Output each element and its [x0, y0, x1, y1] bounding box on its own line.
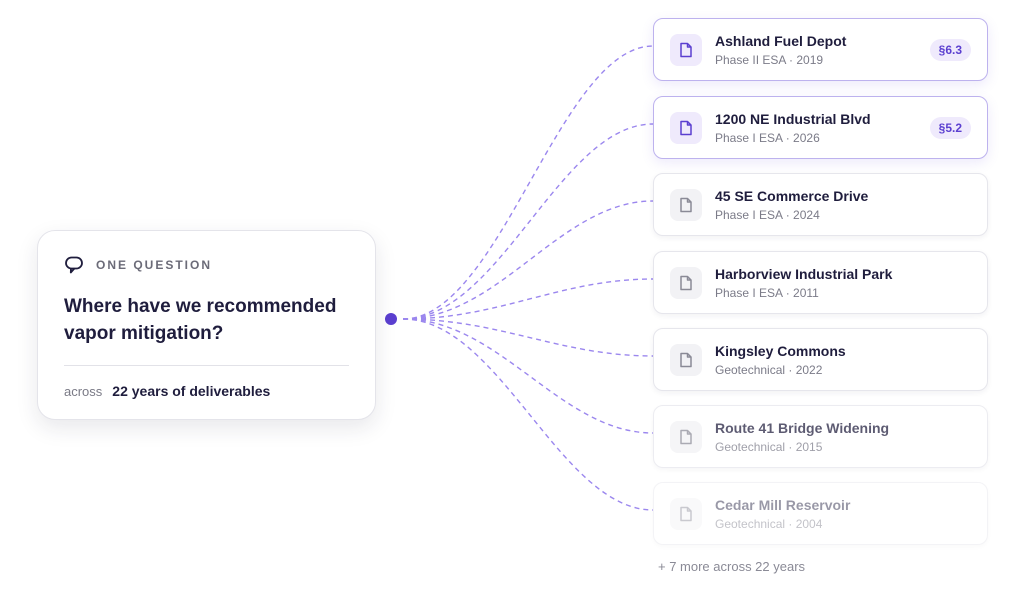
- document-icon: [670, 497, 702, 530]
- question-header: ONE QUESTION: [64, 255, 349, 275]
- footer-value: 22 years of deliverables: [112, 383, 271, 399]
- document-meta: Phase II ESA · 2019: [715, 52, 824, 67]
- footer-prefix: across: [64, 384, 103, 399]
- document-meta: Geotechnical · 2022: [715, 362, 823, 377]
- question-eyebrow: ONE QUESTION: [96, 258, 213, 272]
- connector-line: [402, 45, 654, 320]
- document-meta: Geotechnical · 2004: [715, 516, 823, 531]
- document-meta: Phase I ESA · 2011: [715, 285, 819, 300]
- document-title: 45 SE Commerce Drive: [715, 187, 869, 204]
- document-meta: Geotechnical · 2015: [715, 439, 823, 454]
- connector-line: [402, 123, 654, 320]
- document-title: Ashland Fuel Depot: [715, 32, 847, 49]
- section-badge: §6.3: [929, 38, 971, 61]
- divider: [64, 365, 349, 366]
- document-icon: [670, 343, 702, 376]
- connector-line: [402, 200, 654, 320]
- question-footer: across 22 years of deliverables: [64, 383, 349, 399]
- hub-dot: [385, 313, 397, 325]
- document-icon: [670, 188, 702, 221]
- connector-line: [402, 278, 654, 320]
- connector-line: [402, 318, 654, 357]
- question-card: ONE QUESTION Where have we recommended v…: [37, 230, 376, 420]
- document-icon: [670, 420, 702, 453]
- document-title: Cedar Mill Reservoir: [715, 496, 851, 513]
- document-icon: [670, 111, 702, 144]
- connector-line: [402, 318, 654, 434]
- document-title: Kingsley Commons: [715, 342, 846, 359]
- more-results-note: + 7 more across 22 years: [658, 559, 806, 574]
- connector-line: [402, 318, 654, 511]
- document-title: 1200 NE Industrial Blvd: [715, 110, 871, 127]
- document-meta: Phase I ESA · 2024: [715, 207, 820, 222]
- document-title: Harborview Industrial Park: [715, 265, 893, 282]
- section-badge: §5.2: [929, 116, 971, 139]
- speech-bubble-icon: [64, 255, 84, 275]
- document-title: Route 41 Bridge Widening: [715, 419, 890, 436]
- document-meta: Phase I ESA · 2026: [715, 130, 820, 145]
- document-icon: [670, 33, 702, 66]
- document-icon: [670, 266, 702, 299]
- question-text: Where have we recommended vapor mitigati…: [64, 296, 337, 344]
